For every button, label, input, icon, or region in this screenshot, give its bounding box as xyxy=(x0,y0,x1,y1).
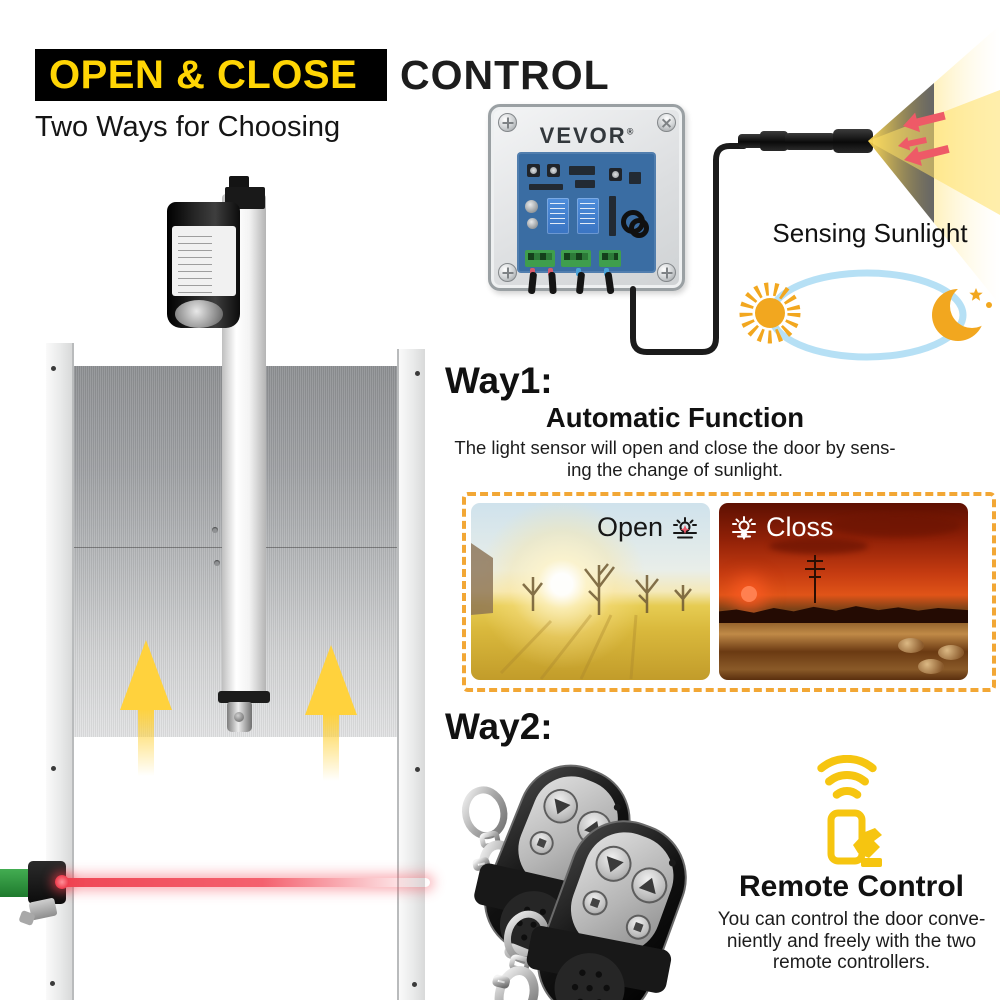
antenna-coil xyxy=(629,218,649,238)
way1-description: The light sensor will open and close the… xyxy=(454,437,896,480)
laser-beam xyxy=(58,878,430,887)
rail-screw xyxy=(412,982,417,987)
actuator-mount-nub xyxy=(229,176,249,190)
light-sensor-joint xyxy=(760,131,788,151)
header-title: CONTROL xyxy=(400,52,610,98)
box-screw xyxy=(498,263,517,282)
banner-label: OPEN & CLOSE xyxy=(49,52,358,97)
header-subtitle: Two Ways for Choosing xyxy=(35,111,341,143)
box-screw xyxy=(657,263,676,282)
cloud xyxy=(768,538,869,555)
pcb-chip xyxy=(629,172,641,184)
treeline-silhouette xyxy=(719,606,968,624)
pcb-button xyxy=(547,164,560,177)
rail-screw xyxy=(415,371,420,376)
setting-sun xyxy=(741,586,758,603)
pcb-chip xyxy=(569,166,595,175)
actuator-motor-cap xyxy=(175,300,223,328)
rail-screw xyxy=(51,766,56,771)
sensor-cable xyxy=(630,143,747,355)
way1-photos-frame xyxy=(462,492,996,692)
trademark-mark: ® xyxy=(626,126,634,137)
header-banner: OPEN & CLOSE xyxy=(35,49,387,101)
tree-silhouettes xyxy=(471,543,692,680)
remote-signal-icon xyxy=(817,755,882,867)
way2-description: You can control the door conve- niently … xyxy=(717,909,986,973)
moon-icon xyxy=(932,289,984,341)
circuit-board xyxy=(517,152,656,273)
rail-screw xyxy=(415,767,420,772)
wire xyxy=(548,271,557,295)
way2-label: Way2: xyxy=(445,706,553,747)
close-label: Closs xyxy=(766,512,834,542)
terminal-block xyxy=(561,250,591,267)
door-rail-right xyxy=(397,349,425,1000)
box-screw xyxy=(498,113,517,132)
sunrise-icon xyxy=(673,516,697,538)
day-night-cycle xyxy=(739,269,992,361)
light-sensor-body xyxy=(785,133,835,150)
actuator-motor-label xyxy=(172,226,236,296)
star-icon xyxy=(969,288,992,308)
up-arrow-left-tail xyxy=(138,708,154,776)
light-sensor-cable-boot xyxy=(738,134,764,148)
rail-screw xyxy=(50,981,55,986)
actuator-tip-screw xyxy=(234,712,244,722)
pcb-trimmer xyxy=(609,168,622,181)
sunlight-arrows xyxy=(898,111,950,166)
cloud xyxy=(831,513,961,537)
remote-controllers xyxy=(451,752,718,1000)
way1-heading: Automatic Function xyxy=(545,402,805,433)
hay-bale xyxy=(938,644,965,660)
actuator-end-band xyxy=(218,691,270,703)
photo-open: Open xyxy=(471,503,710,680)
close-label-row: Closs xyxy=(729,512,834,543)
way1-label: Way1: xyxy=(445,360,553,401)
hay-bale xyxy=(918,658,945,674)
remote-control-block: Remote Control You can control the door … xyxy=(703,870,1000,974)
panel-screw xyxy=(214,560,220,566)
sun-icon xyxy=(739,282,801,344)
brand-logo: VEVOR® xyxy=(539,123,634,148)
pcb-chip xyxy=(529,184,563,190)
power-tower xyxy=(805,555,825,603)
relay xyxy=(547,198,569,234)
pcb-capacitor xyxy=(527,218,538,229)
open-label-row: Open xyxy=(597,512,700,543)
sensing-caption: Sensing Sunlight xyxy=(772,218,968,248)
remote-in-hand-icon xyxy=(827,809,882,867)
terminal-block xyxy=(525,250,555,267)
pcb-chip xyxy=(575,180,595,188)
photo-close: Closs xyxy=(719,503,968,680)
sunset-icon xyxy=(732,515,756,540)
pcb-capacitor xyxy=(525,200,538,213)
panel-screw xyxy=(212,527,218,533)
pcb-header xyxy=(609,196,616,236)
laser-lens xyxy=(55,875,69,889)
hay-bale xyxy=(898,637,925,653)
light-sensor-head xyxy=(833,129,873,153)
way2-heading: Remote Control xyxy=(739,870,964,903)
terminal-block xyxy=(599,250,621,267)
relay xyxy=(577,198,599,234)
open-label: Open xyxy=(596,512,663,542)
wifi-signal-icon xyxy=(817,755,877,799)
rail-screw xyxy=(51,366,56,371)
pcb-button xyxy=(527,164,540,177)
up-arrow-right-tail xyxy=(323,713,339,781)
